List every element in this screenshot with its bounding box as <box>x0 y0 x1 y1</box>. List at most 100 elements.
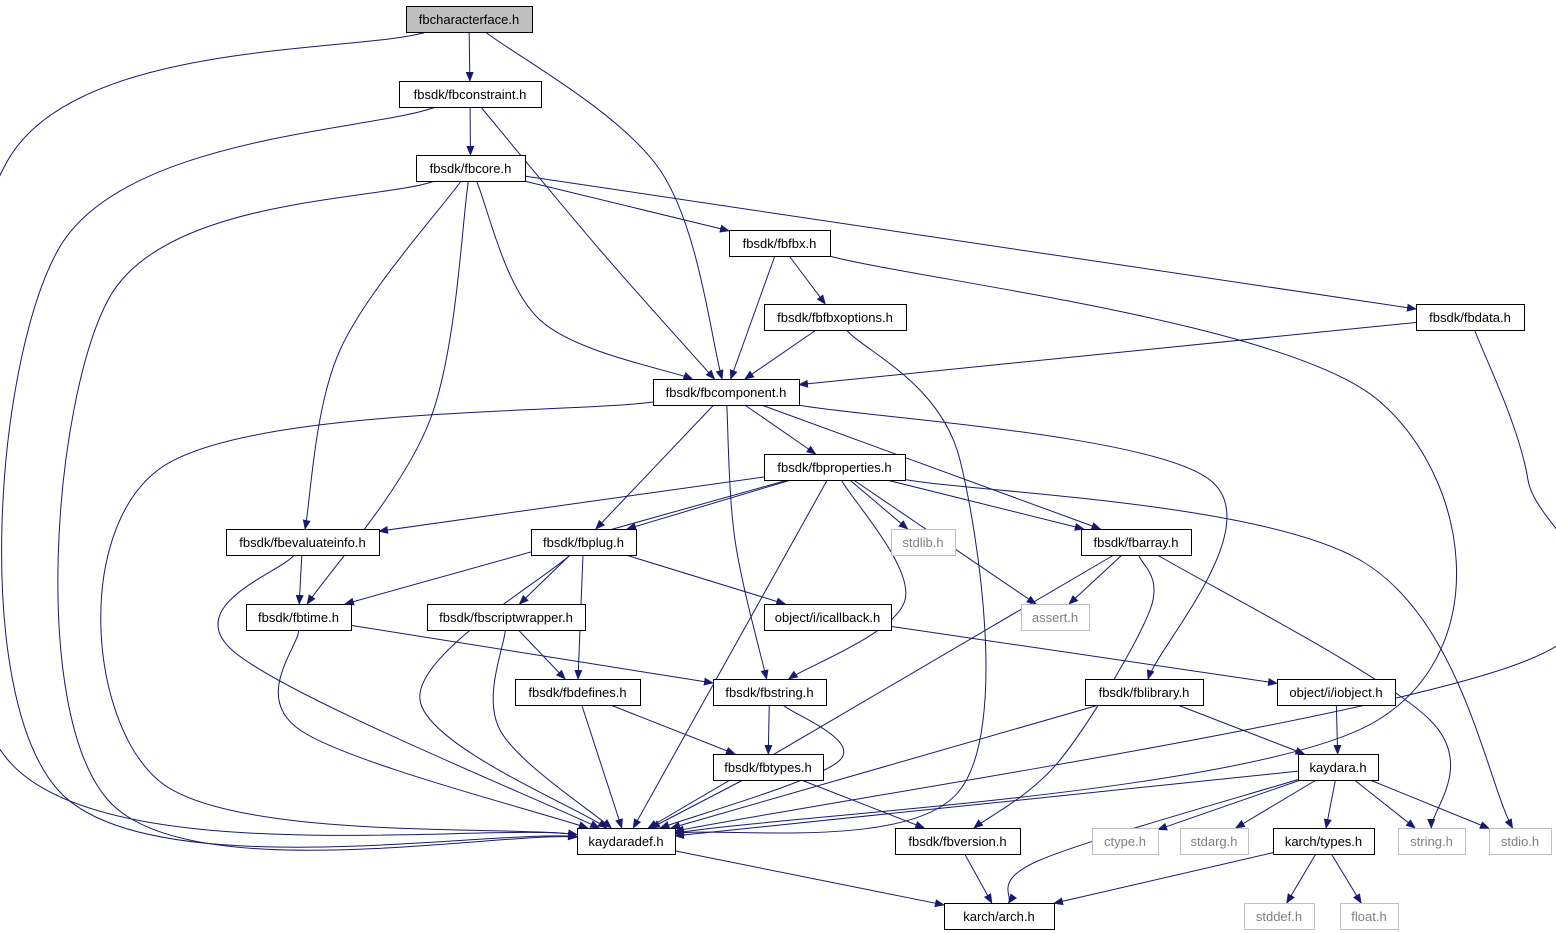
node-box <box>1416 304 1525 331</box>
node-fbcore[interactable]: fbsdk/fbcore.h <box>416 155 526 182</box>
edge-fbconstraint-to-fbcomponent <box>480 106 716 380</box>
node-label: kaydaradef.h <box>588 834 663 849</box>
node-fbevaluateinfo[interactable]: fbsdk/fbevaluateinfo.h <box>226 529 380 556</box>
node-label: ctype.h <box>1104 834 1146 849</box>
node-float: float.h <box>1340 903 1399 930</box>
edge-fbproperties-to-fbarray <box>886 479 1085 531</box>
node-box <box>713 679 827 706</box>
edge-iobject-to-kaydara <box>1333 704 1342 755</box>
edge-fbcore-to-fbtime <box>306 180 469 605</box>
node-fbfbxoptions[interactable]: fbsdk/fbfbxoptions.h <box>764 304 907 331</box>
edge-fbcore-to-fbevaluateinfo <box>302 180 462 530</box>
node-fbarray[interactable]: fbsdk/fbarray.h <box>1081 529 1192 556</box>
node-box <box>1489 828 1552 855</box>
edge-fbproperties-to-stdio <box>904 478 1514 829</box>
edge-kaydara-to-karcharch <box>1007 779 1299 904</box>
edge-fblibrary-to-kaydara <box>1177 704 1306 755</box>
edge-fbproperties-to-fbevaluateinfo <box>378 476 765 534</box>
node-label: object/i/iobject.h <box>1289 685 1382 700</box>
edge-icallback-to-iobject <box>890 625 1278 686</box>
edge-fbfbxoptions-to-kaydaradef <box>674 329 987 837</box>
node-fbversion[interactable]: fbsdk/fbversion.h <box>895 828 1021 855</box>
edge-fbfbx-to-fbcomponent <box>729 255 776 380</box>
edge-fbtime-to-fbstring <box>350 624 714 686</box>
node-box <box>764 454 906 481</box>
edge-fbplug-to-kaydaradef <box>419 554 608 829</box>
node-box <box>1085 679 1204 706</box>
node-label: karch/types.h <box>1285 834 1362 849</box>
node-box <box>399 81 542 108</box>
node-fbproperties[interactable]: fbsdk/fbproperties.h <box>764 454 906 481</box>
edge-fbcomponent-to-fbproperties <box>744 404 817 455</box>
edge-fbplug-to-icallback <box>625 554 787 606</box>
node-label: fbsdk/fbconstraint.h <box>414 87 527 102</box>
node-box <box>577 828 676 855</box>
node-box <box>1092 828 1159 855</box>
node-box <box>891 529 956 556</box>
nodes-layer: fbcharacterface.h fbsdk/fbconstraint.h fbs… <box>226 6 1552 930</box>
node-fbfbx[interactable]: fbsdk/fbfbx.h <box>729 230 831 257</box>
node-fbcomponent[interactable]: fbsdk/fbcomponent.h <box>653 379 800 406</box>
node-fbconstraint[interactable]: fbsdk/fbconstraint.h <box>399 81 542 108</box>
node-icallback[interactable]: object/i/icallback.h <box>764 604 892 631</box>
node-fbscriptwrapper[interactable]: fbsdk/fbscriptwrapper.h <box>427 604 586 631</box>
node-kaydaradef[interactable]: kaydaradef.h <box>577 828 676 855</box>
edge-fbcomponent-to-fbplug <box>595 404 715 530</box>
node-label: fbcharacterface.h <box>419 12 519 27</box>
node-stdlib: stdlib.h <box>891 529 956 556</box>
node-label: fbsdk/fbcomponent.h <box>666 385 787 400</box>
node-fblibrary[interactable]: fbsdk/fblibrary.h <box>1085 679 1204 706</box>
node-iobject[interactable]: object/i/iobject.h <box>1277 679 1396 706</box>
node-box <box>944 903 1055 930</box>
node-box <box>515 679 641 706</box>
node-fbdata[interactable]: fbsdk/fbdata.h <box>1416 304 1525 331</box>
node-label: fbsdk/fbversion.h <box>908 834 1006 849</box>
edge-fbproperties-to-fbplug <box>626 479 792 531</box>
node-box <box>1021 604 1090 631</box>
edge-fbtypes-to-kaydaradef <box>650 779 744 829</box>
edge-fbcomponent-to-fbarray <box>761 404 1102 530</box>
edge-fbfbxoptions-to-fbcomponent <box>744 329 817 380</box>
edge-fbcore-to-fbcomponent <box>475 180 694 380</box>
edge-fbcomponent-to-fblibrary <box>797 404 1228 680</box>
node-box <box>1298 754 1379 781</box>
edge-fbscriptwrapper-to-fbdefines <box>518 629 566 680</box>
node-label: kaydara.h <box>1309 760 1366 775</box>
edge-fbfbx-to-kaydaradef <box>674 255 1458 836</box>
node-fbplug[interactable]: fbsdk/fbplug.h <box>531 529 637 556</box>
node-label: karch/arch.h <box>963 909 1035 924</box>
node-box <box>764 604 892 631</box>
node-label: fbsdk/fbfbx.h <box>743 236 817 251</box>
edge-kaydara-to-stdio <box>1369 779 1490 829</box>
edge-fbevaluateinfo-to-fbtime <box>295 554 304 605</box>
edge-kaydara-to-stdarg <box>1234 779 1317 829</box>
node-label: fbsdk/fbtime.h <box>258 610 339 625</box>
node-fbtime[interactable]: fbsdk/fbtime.h <box>246 604 352 631</box>
edge-fbdata-to-fbcomponent <box>798 321 1417 388</box>
edge-fbcore-to-fbdata <box>524 175 1417 312</box>
edge-karchtypes-to-stddef <box>1286 853 1317 904</box>
node-karcharch[interactable]: karch/arch.h <box>944 903 1055 930</box>
edge-fbscriptwrapper-to-kaydaradef <box>492 629 612 829</box>
edge-fbdefines-to-kaydaradef <box>581 704 623 829</box>
node-fbtypes[interactable]: fbsdk/fbtypes.h <box>713 754 824 781</box>
node-box <box>1398 828 1466 855</box>
edge-fbtime-to-kaydaradef <box>277 629 589 829</box>
edge-fbcomponent-to-fbstring <box>726 404 769 680</box>
node-label: object/i/icallback.h <box>775 610 881 625</box>
edge-fbevaluateinfo-to-kaydaradef <box>217 554 601 829</box>
node-kaydara[interactable]: kaydara.h <box>1298 754 1379 781</box>
node-fbcharacterface[interactable]: fbcharacterface.h <box>406 6 533 33</box>
edge-fbcharacterface-to-fbconstraint <box>465 31 474 82</box>
node-karchtypes[interactable]: karch/types.h <box>1273 828 1375 855</box>
edge-kaydara-to-kaydaradef <box>674 770 1299 839</box>
edge-fbstring-to-fbtypes <box>764 704 773 755</box>
node-box <box>416 155 526 182</box>
edge-kaydara-to-string <box>1354 779 1416 829</box>
node-label: stdio.h <box>1501 834 1539 849</box>
node-fbdefines[interactable]: fbsdk/fbdefines.h <box>515 679 641 706</box>
node-box <box>531 529 637 556</box>
node-fbstring[interactable]: fbsdk/fbstring.h <box>713 679 827 706</box>
node-label: fbsdk/fbdata.h <box>1429 310 1511 325</box>
node-label: assert.h <box>1032 610 1078 625</box>
